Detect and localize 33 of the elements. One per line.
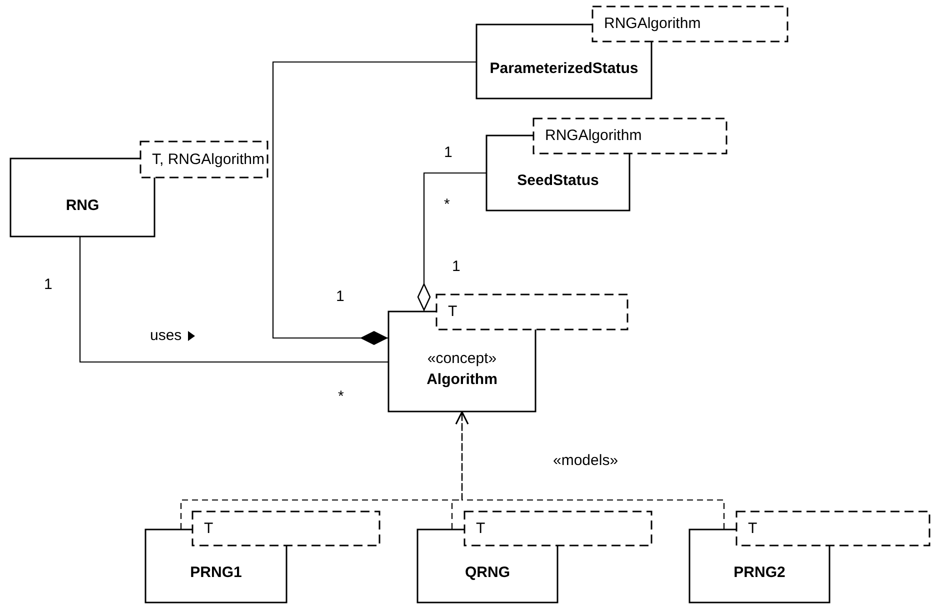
class-name: Algorithm [426, 371, 498, 389]
edge-label: uses [150, 327, 182, 345]
template-parameter: T, RNGAlgorithm [152, 150, 265, 168]
template-class-box [689, 511, 930, 603]
class-name: PRNG1 [189, 564, 243, 582]
multiplicity-label: 1 [44, 276, 52, 294]
multiplicity-label: 1 [452, 258, 460, 276]
aggregation-line [417, 172, 486, 311]
template-parameter: T [448, 303, 458, 321]
multiplicity-label: 1 [336, 288, 344, 306]
template-class-box [388, 294, 628, 412]
template-parameter: T [204, 520, 214, 538]
association-line [79, 237, 388, 363]
class-name: ParameterizedStatus [488, 60, 640, 78]
class-name: RNG [64, 197, 100, 215]
template-parameter: T [748, 520, 758, 538]
template-class-box [10, 141, 268, 237]
template-class-box [145, 511, 380, 603]
class-name: PRNG2 [732, 564, 786, 582]
template-class-box [476, 6, 788, 99]
multiplicity-label: 1 [444, 144, 452, 162]
composition-line [272, 61, 476, 345]
multiplicity-label: * [444, 196, 450, 214]
stereotype: «concept» [426, 350, 498, 368]
template-class-box [417, 511, 652, 603]
template-parameter: RNGAlgorithm [545, 127, 642, 145]
template-class-box [486, 118, 727, 211]
multiplicity-label: * [338, 388, 344, 406]
stereotype-label: «models» [553, 452, 618, 470]
class-name: SeedStatus [516, 172, 600, 190]
class-name: QRNG [464, 564, 511, 582]
template-parameter: RNGAlgorithm [604, 15, 701, 33]
template-parameter: T [476, 520, 486, 538]
